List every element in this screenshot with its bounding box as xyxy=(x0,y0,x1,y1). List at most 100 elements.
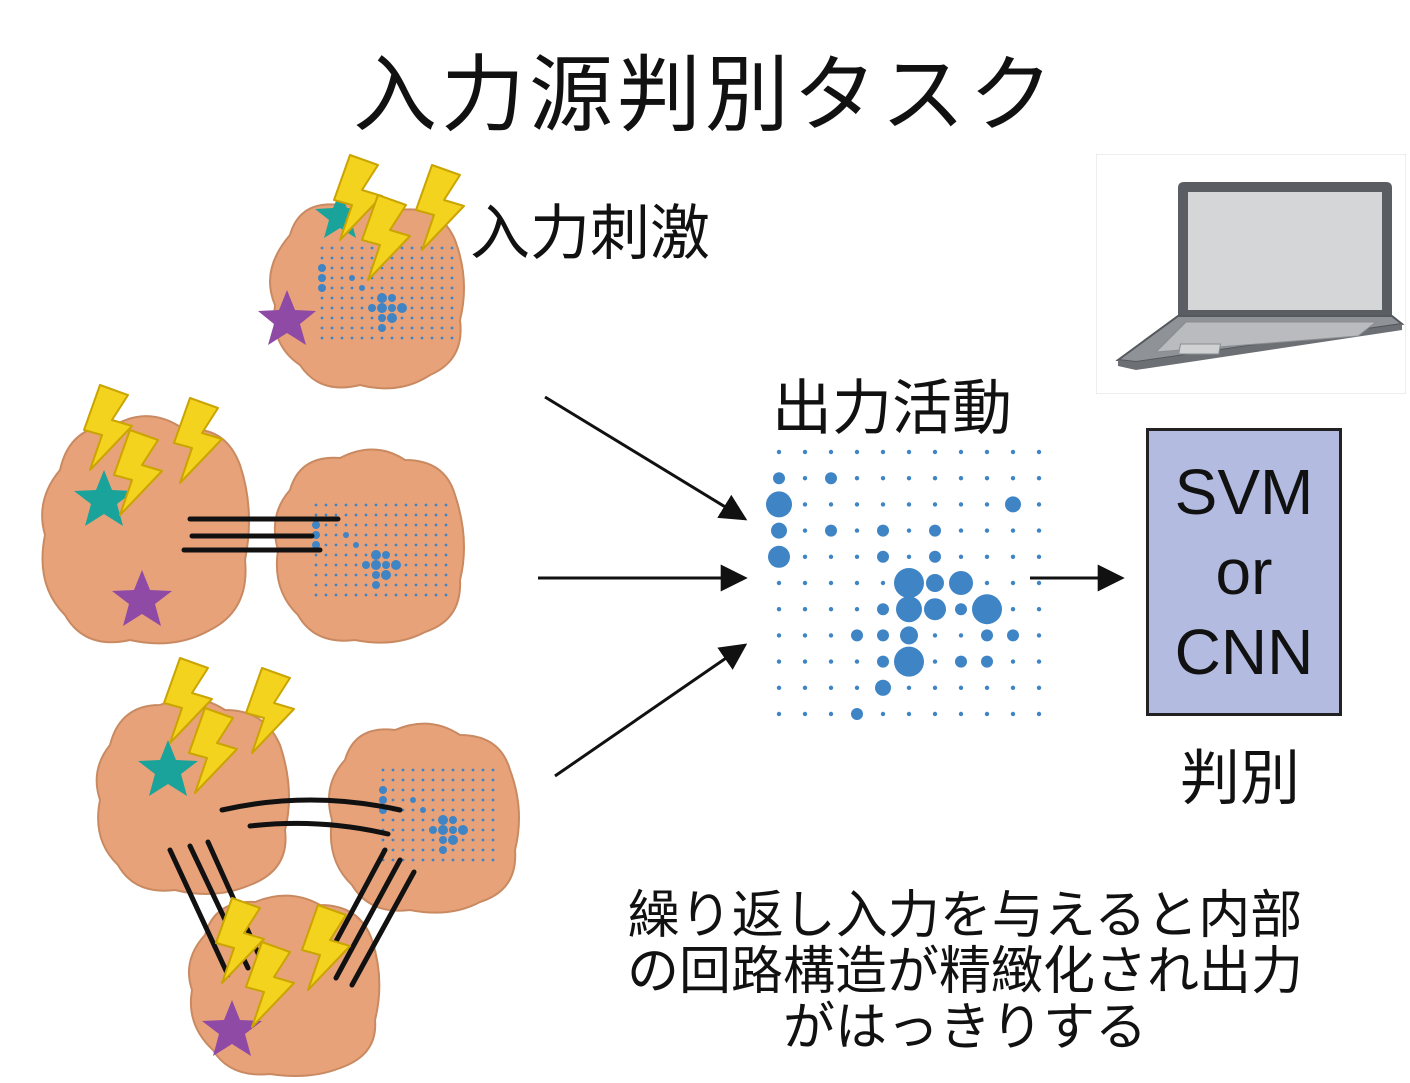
activity-dot xyxy=(451,798,455,802)
activity-dot xyxy=(364,513,368,517)
output-dot xyxy=(1010,711,1016,717)
activity-dot xyxy=(354,583,358,587)
lightning-icon xyxy=(415,164,465,251)
laptop-icon xyxy=(1096,154,1406,394)
output-dot xyxy=(776,449,782,455)
activity-dot xyxy=(364,543,368,547)
organoid-single xyxy=(269,197,465,390)
output-dot xyxy=(932,476,938,481)
activity-dot xyxy=(400,246,404,250)
activity-dot xyxy=(401,798,405,802)
activity-dot xyxy=(374,593,378,597)
arrow-icon xyxy=(544,395,748,521)
activity-dot xyxy=(401,838,405,842)
activity-dot xyxy=(431,848,435,852)
activity-dot xyxy=(334,503,338,507)
output-dot xyxy=(1010,528,1016,533)
activity-dot xyxy=(449,816,457,824)
activity-dot xyxy=(364,533,368,537)
activity-dot xyxy=(330,276,334,280)
activity-dot xyxy=(370,256,374,260)
activity-dot xyxy=(414,533,418,537)
activity-dot xyxy=(401,828,405,832)
output-dot xyxy=(955,603,967,616)
activity-dot xyxy=(372,581,380,589)
activity-dot xyxy=(481,838,485,842)
activity-dot xyxy=(434,513,438,517)
activity-dot xyxy=(481,818,485,822)
activity-dot xyxy=(314,583,318,587)
activity-dot xyxy=(471,848,475,852)
output-dot xyxy=(958,449,964,455)
activity-dot xyxy=(424,563,428,567)
activity-dot xyxy=(414,513,418,517)
activity-dot xyxy=(391,838,395,842)
activity-dot xyxy=(461,768,465,772)
note-line-3: がはっきりする xyxy=(782,998,1147,1058)
activity-dot xyxy=(438,825,448,835)
activity-dot xyxy=(318,284,326,292)
output-dot xyxy=(802,476,808,481)
activity-dot xyxy=(353,542,359,548)
classifier-line-svm: SVM xyxy=(1174,456,1314,528)
activity-dot xyxy=(449,826,457,834)
activity-dot xyxy=(330,316,334,320)
activity-dot xyxy=(370,296,374,300)
activity-dot xyxy=(374,543,378,547)
activity-dot xyxy=(330,266,334,270)
activity-dot xyxy=(334,583,338,587)
activity-dot xyxy=(394,513,398,517)
activity-dot xyxy=(404,573,408,577)
activity-dot xyxy=(414,523,418,527)
output-dot xyxy=(894,568,924,598)
activity-dot xyxy=(344,583,348,587)
activity-dot xyxy=(471,818,475,822)
output-dot xyxy=(906,711,912,717)
output-dot xyxy=(802,554,808,559)
activity-dot xyxy=(438,815,448,825)
activity-dot xyxy=(344,503,348,507)
output-dot xyxy=(1005,496,1021,513)
page-title: 入力源判別タスク xyxy=(352,46,1057,144)
activity-dot xyxy=(450,246,454,250)
activity-dot xyxy=(340,276,344,280)
output-dot xyxy=(854,449,860,455)
activity-dot xyxy=(414,563,418,567)
output-dot xyxy=(828,554,834,559)
activity-dot xyxy=(360,306,364,310)
activity-dot xyxy=(440,326,444,330)
activity-dot xyxy=(330,246,334,250)
activity-dot xyxy=(354,573,358,577)
teal-star-icon xyxy=(138,740,198,796)
activity-dot xyxy=(434,533,438,537)
activity-dot xyxy=(382,551,390,559)
activity-dot xyxy=(340,296,344,300)
activity-dot xyxy=(411,838,415,842)
activity-dot xyxy=(414,553,418,557)
activity-dot xyxy=(430,336,434,340)
activity-dot xyxy=(471,828,475,832)
output-dot xyxy=(880,502,886,507)
activity-dot xyxy=(359,285,365,291)
activity-dot xyxy=(421,828,425,832)
activity-dot xyxy=(461,778,465,782)
activity-dot xyxy=(394,553,398,557)
activity-dot xyxy=(461,788,465,792)
output-dot xyxy=(802,580,808,586)
activity-dot xyxy=(379,786,387,794)
output-dot xyxy=(877,655,889,668)
activity-dot xyxy=(354,593,358,597)
lightning-icon xyxy=(333,154,383,241)
activity-dot xyxy=(410,246,414,250)
activity-dot xyxy=(344,513,348,517)
output-dot xyxy=(1007,629,1019,642)
activity-dot xyxy=(481,828,485,832)
activity-dot xyxy=(461,848,465,852)
output-dot xyxy=(906,502,912,507)
activity-dot xyxy=(394,503,398,507)
activity-dot xyxy=(411,778,415,782)
note-line-1: 繰り返し入力を与えると内部 xyxy=(627,886,1303,946)
activity-dot xyxy=(354,503,358,507)
activity-dot xyxy=(410,797,416,803)
activity-dot xyxy=(450,326,454,330)
